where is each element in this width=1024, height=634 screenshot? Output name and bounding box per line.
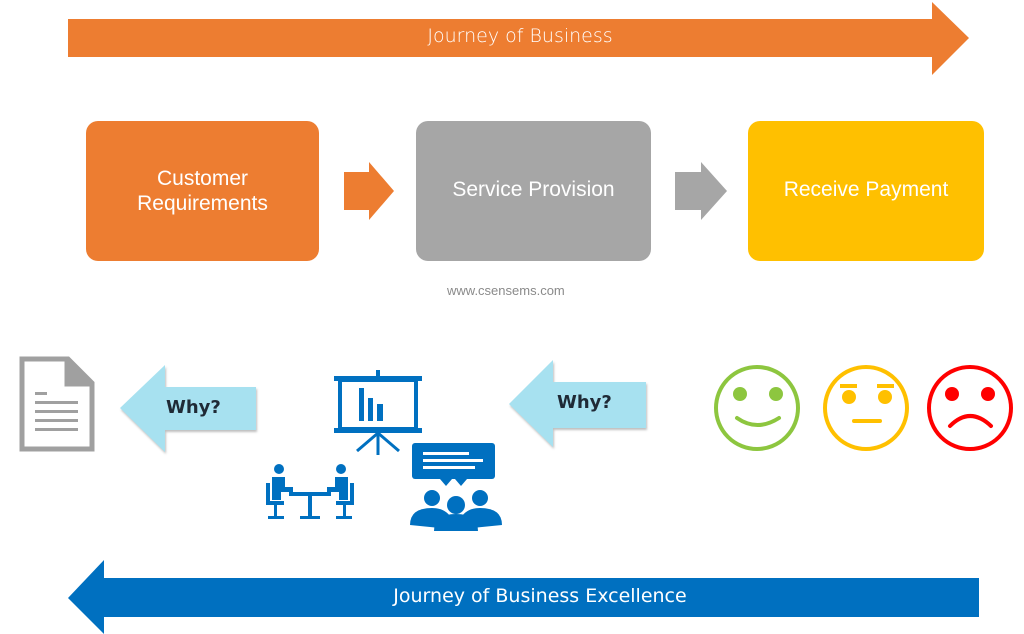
watermark: www.csensems.com [447,283,565,298]
meeting-icon [266,464,354,519]
step-customer-requirements: Customer Requirements [86,121,319,261]
journey-of-business-excellence-arrow [68,560,979,634]
connector-arrow-2 [675,162,727,220]
why-arrow-right [509,360,646,447]
journey-of-business-label: Journey of Business [427,25,613,47]
journey-of-business-excellence-label: Journey of Business Excellence [393,585,687,607]
why-label-right: Why? [557,392,612,413]
step-receive-payment-label: Receive Payment [783,178,949,201]
step-receive-payment: Receive Payment [748,121,984,261]
why-arrow-left [120,365,256,452]
presentation-board-icon [334,370,422,455]
journey-of-business-arrow [68,2,969,75]
happy-face-icon [714,365,800,451]
neutral-face-icon [823,365,909,451]
sad-face-icon [927,365,1013,451]
why-label-left: Why? [166,397,221,418]
group-discussion-icon [410,443,502,531]
step-customer-requirements-line2: Requirements [137,192,268,215]
step-service-provision: Service Provision [416,121,651,261]
document-icon [19,356,95,452]
step-service-provision-label: Service Provision [452,178,615,201]
step-customer-requirements-line1: Customer [156,167,248,190]
connector-arrow-1 [344,162,394,220]
